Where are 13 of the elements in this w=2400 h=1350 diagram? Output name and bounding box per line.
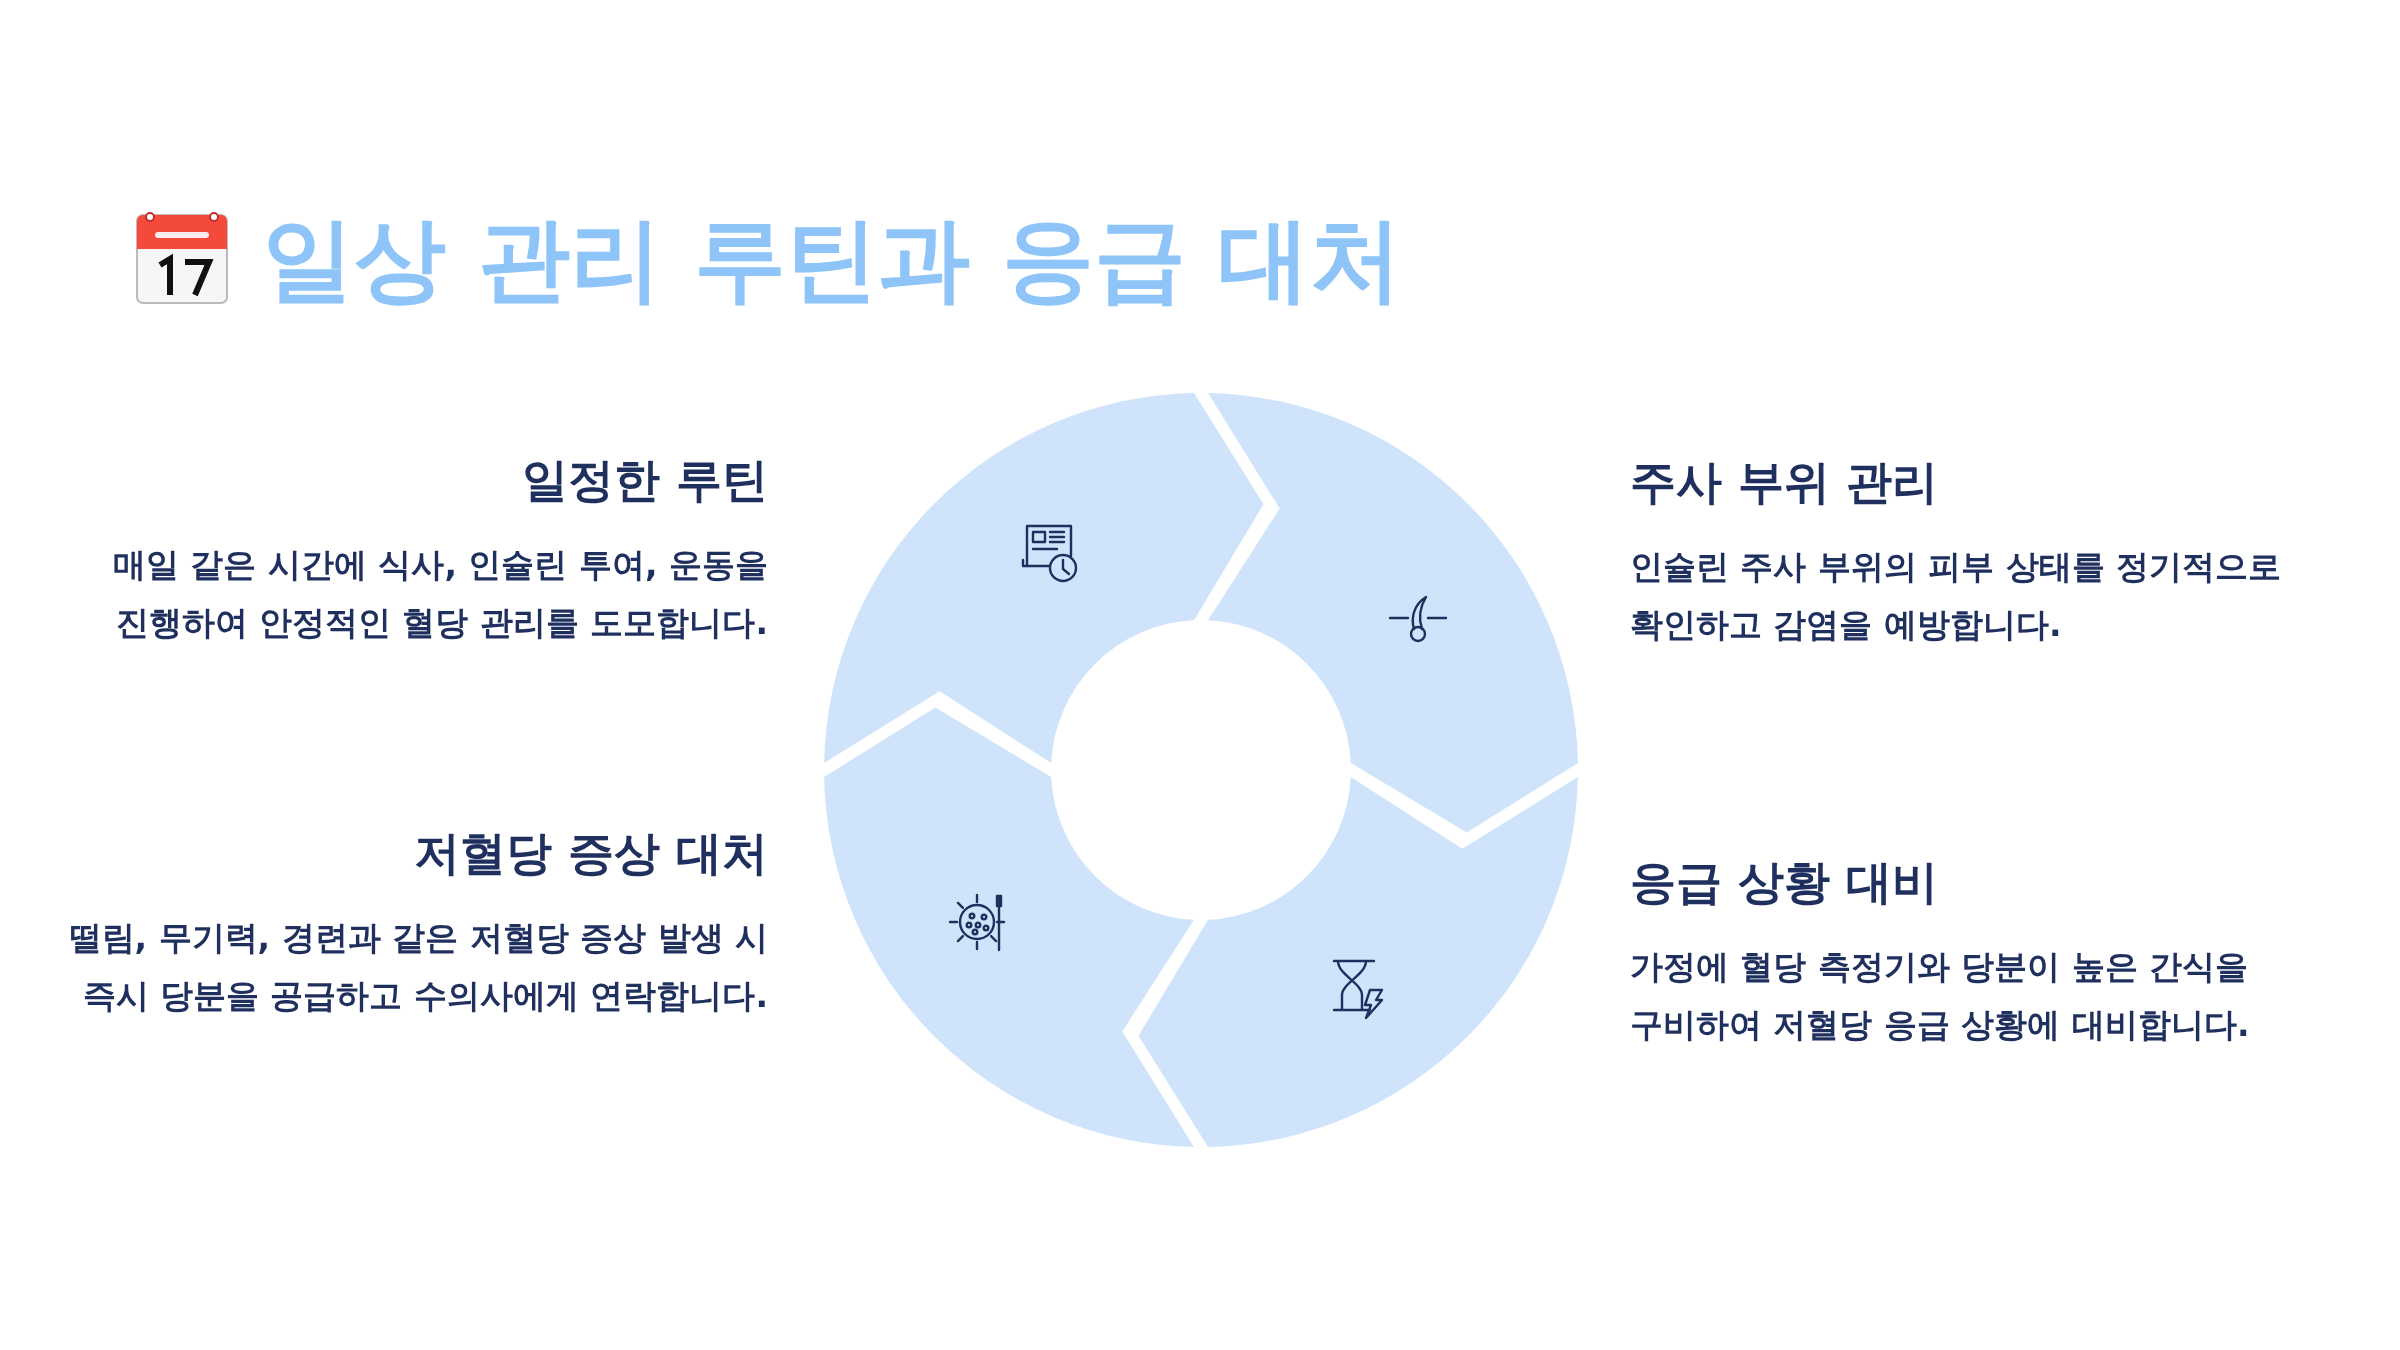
step-description: 인슐린 주사 부위의 피부 상태를 정기적으로 확인하고 감염을 예방합니다. [1630,546,2283,646]
step-heading: 저혈당 증상 대처 [412,825,768,882]
step-heading: 일정한 루틴 [521,452,768,509]
step-description: 가정에 혈당 측정기와 당분이 높은 간식을 구비하여 저혈당 응급 상황에 대비합니다. [1630,946,2251,1046]
step-description: 떨림, 무기력, 경련과 같은 저혈당 증상 발생 시 즉시 당분을 공급하고 수의사에게 연락합니다. [68,917,768,1017]
step-heading: 주사 부위 관리 [1630,454,1940,511]
ring-segment [824,707,1194,1147]
ring-segment [1138,777,1578,1147]
step-heading: 응급 상황 대비 [1630,854,1940,911]
step-description: 매일 같은 시간에 식사, 인슐린 투여, 운동을 진행하여 안정적인 혈당 관리를 도모합니다. [112,544,768,644]
ring-segment [824,393,1264,763]
title: 일상 관리 루틴과 응급 대처 [262,205,1403,315]
ring-segment [1208,393,1578,833]
